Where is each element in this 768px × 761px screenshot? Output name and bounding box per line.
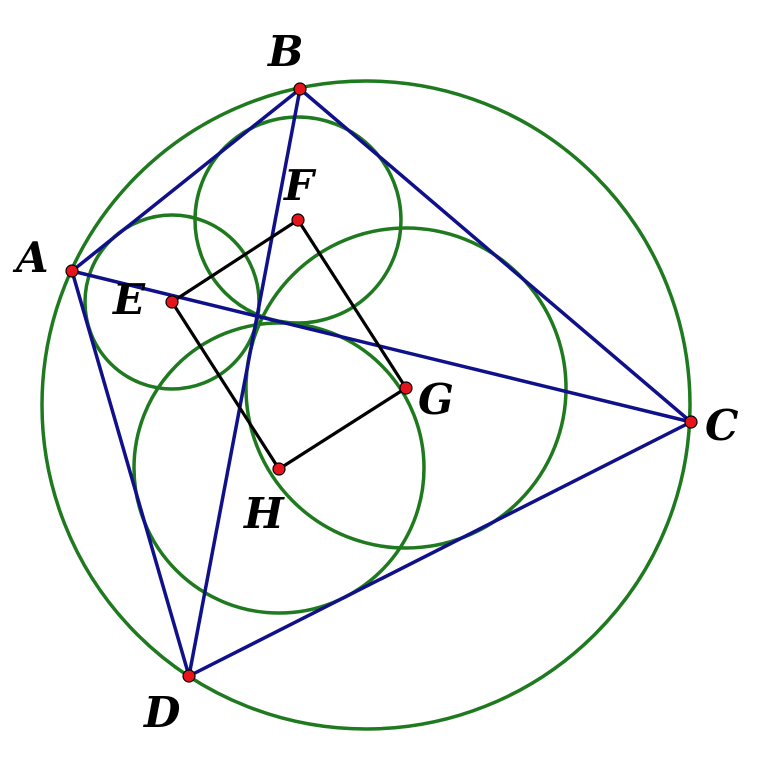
point-a (65, 264, 79, 278)
circumcircle (40, 79, 692, 731)
diagonal-bd (187, 88, 302, 677)
circle-g (244, 226, 568, 550)
point-c (684, 415, 698, 429)
label-h: H (243, 489, 285, 538)
point-e (165, 295, 179, 309)
label-d: D (143, 688, 181, 737)
point-f (291, 213, 305, 227)
label-e: E (112, 275, 146, 324)
point-h (272, 462, 286, 476)
point-g (399, 381, 413, 395)
diagonal-ac (71, 269, 692, 424)
label-c: C (705, 401, 739, 450)
label-b: B (267, 27, 304, 76)
label-f: F (283, 161, 317, 210)
label-a: A (12, 233, 49, 282)
point-b (293, 82, 307, 96)
point-d (182, 669, 196, 683)
label-g: G (418, 375, 454, 424)
